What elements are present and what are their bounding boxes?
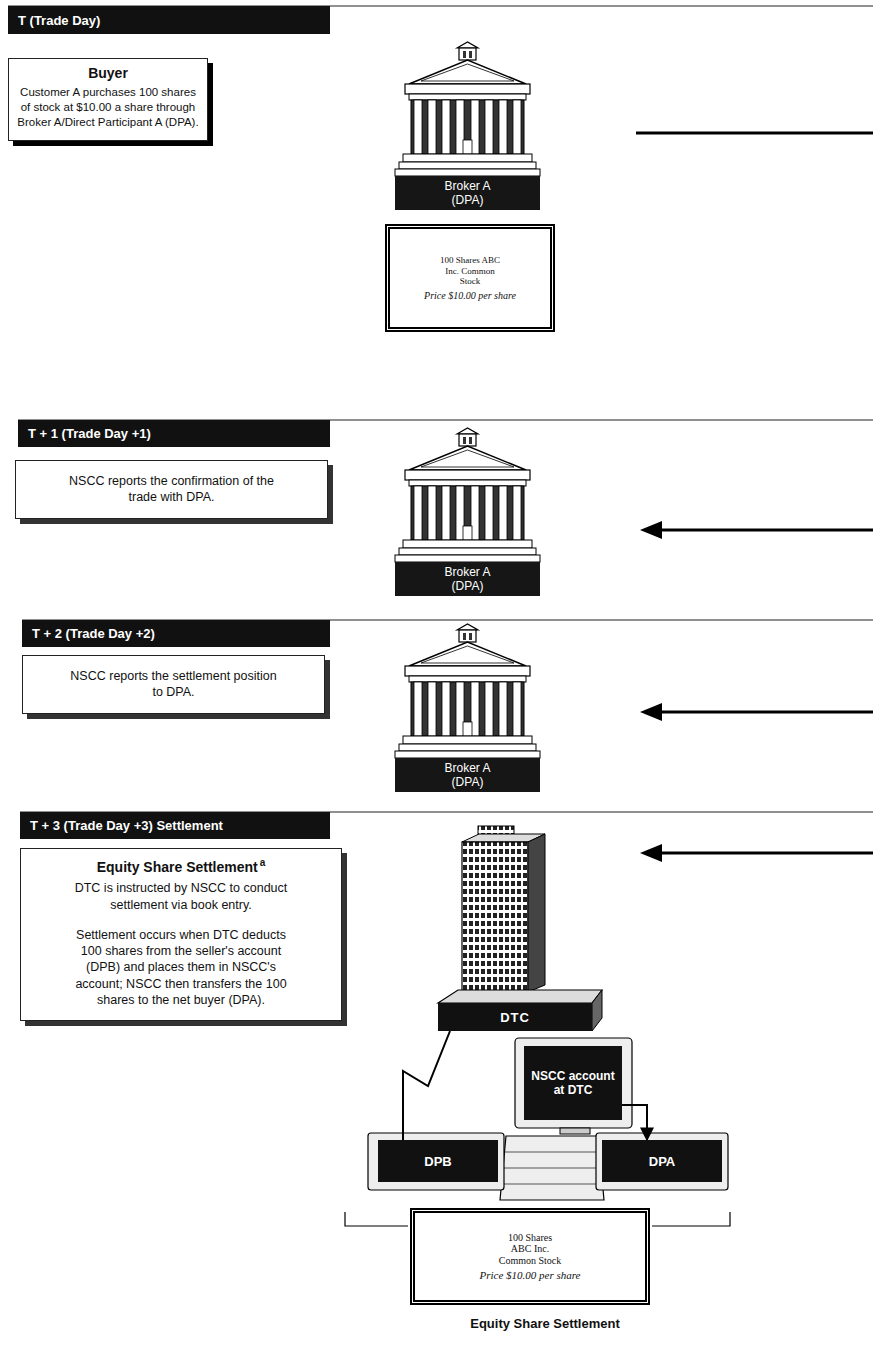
- arrow-head: [640, 521, 662, 539]
- note-box: NSCC reports the confirmation of the tra…: [15, 460, 328, 519]
- building-base: Broker A (DPA): [395, 176, 540, 210]
- monitor-screen: DPB: [378, 1140, 498, 1182]
- tower-side: [528, 834, 545, 992]
- node-text: NSCC account at DTC: [528, 1069, 618, 1098]
- dtc-base: DTC: [438, 1003, 592, 1031]
- monitor-screen: DPA: [602, 1140, 722, 1182]
- node-text: Broker A (DPA): [433, 761, 503, 789]
- node-text: 100 Shares ABC Inc. Common Stock: [497, 1232, 563, 1267]
- period-tab: T + 1 (Trade Day +1): [18, 420, 330, 447]
- note-box: Equity Share SettlementaDTC is instructe…: [20, 848, 342, 1021]
- node-text: NSCC reports the settlement position to …: [66, 668, 281, 701]
- node-text-extra: Customer A purchases 100 shares of stock…: [17, 85, 199, 130]
- flow-arrow: [656, 852, 873, 855]
- tower-front: [462, 842, 528, 992]
- node-text-extra: a: [260, 857, 266, 868]
- key-row: [505, 1152, 599, 1153]
- key-row: [502, 1184, 602, 1185]
- period-tab: T + 2 (Trade Day +2): [22, 620, 330, 647]
- note-box: BuyerCustomer A purchases 100 shares of …: [8, 58, 208, 141]
- link-wire: [403, 1031, 450, 1140]
- stock-certificate: 100 Shares ABC Inc. Common StockPrice $1…: [385, 224, 555, 332]
- node-text: DTC: [500, 1010, 530, 1025]
- arrow-head: [640, 703, 662, 721]
- flow-arrow: [656, 529, 873, 532]
- computer-screen: NSCC account at DTC: [524, 1046, 622, 1120]
- tower-plate: [438, 990, 602, 1003]
- node-text-extra: Price $10.00 per share: [424, 290, 516, 301]
- flow-arrow: [656, 711, 873, 714]
- bank-building: [395, 624, 540, 758]
- transfer-arrow: [622, 1105, 647, 1140]
- figure-caption: Equity Share Settlement: [400, 1316, 690, 1331]
- node-text: Buyer: [17, 65, 199, 81]
- node-text: Broker A (DPA): [433, 179, 503, 207]
- period-tab: T + 3 (Trade Day +3) Settlement: [20, 812, 330, 839]
- node-text-extra: DTC is instructed by NSCC to conduct set…: [74, 880, 289, 913]
- building-base: Broker A (DPA): [395, 758, 540, 792]
- monitor-frame: [515, 1038, 632, 1128]
- monitor-frame: [368, 1133, 504, 1190]
- node-text: DPA: [649, 1154, 675, 1169]
- node-text: T (Trade Day): [18, 13, 100, 28]
- node-text: T + 3 (Trade Day +3) Settlement: [30, 818, 223, 833]
- monitor-frame: [596, 1133, 728, 1190]
- bank-building: [395, 428, 540, 562]
- node-text: DPB: [424, 1154, 451, 1169]
- note-box: NSCC reports the settlement position to …: [22, 655, 325, 714]
- stock-certificate: 100 Shares ABC Inc. Common StockPrice $1…: [410, 1208, 650, 1305]
- tower-plate-side: [592, 990, 602, 1031]
- flow-line: [636, 132, 873, 135]
- node-text-extra: Settlement occurs when DTC deducts 100 s…: [74, 927, 289, 1008]
- arrow-head: [640, 844, 662, 862]
- bracket: [345, 1212, 408, 1226]
- node-text: T + 1 (Trade Day +1): [28, 426, 151, 441]
- bank-building: [395, 42, 540, 176]
- keyboard: [500, 1136, 604, 1200]
- node-text: Broker A (DPA): [433, 565, 503, 593]
- node-text-extra: Price $10.00 per share: [479, 1269, 580, 1281]
- node-text: NSCC reports the confirmation of the tra…: [64, 473, 279, 506]
- monitor-stand: [560, 1128, 590, 1134]
- node-text: T + 2 (Trade Day +2): [32, 626, 155, 641]
- building-base: Broker A (DPA): [395, 562, 540, 596]
- node-text: 100 Shares ABC Inc. Common Stock: [440, 255, 500, 286]
- key-row: [503, 1168, 601, 1169]
- bracket: [652, 1212, 730, 1226]
- node-text: Equity Share Settlement: [97, 859, 258, 875]
- period-tab: T (Trade Day): [8, 6, 330, 34]
